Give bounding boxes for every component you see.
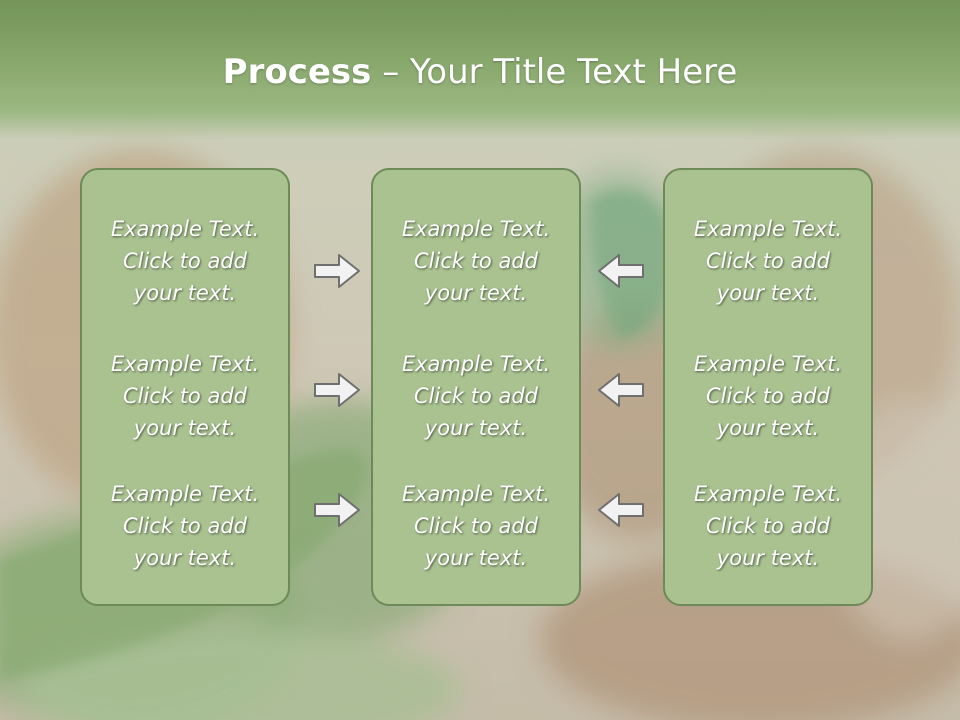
right-arrow-icon <box>314 493 360 527</box>
text-placeholder[interactable]: Example Text. Click to add your text. <box>82 478 288 574</box>
title-bold: Process <box>222 52 372 92</box>
right-arrow-icon <box>314 373 360 407</box>
text-line: Example Text. <box>693 217 843 241</box>
text-line: Click to add <box>413 514 538 538</box>
text-line: Example Text. <box>110 482 260 506</box>
text-line: Click to add <box>122 514 247 538</box>
text-line: Example Text. <box>110 352 260 376</box>
text-line: Example Text. <box>110 217 260 241</box>
right-arrow-icon <box>314 254 360 288</box>
text-placeholder[interactable]: Example Text. Click to add your text. <box>373 348 579 444</box>
slide-title[interactable]: Process – Your Title Text Here <box>0 52 960 92</box>
process-box-center[interactable]: Example Text. Click to add your text. Ex… <box>371 168 581 606</box>
title-dash: – <box>371 52 411 92</box>
text-line: Click to add <box>705 249 830 273</box>
left-arrow-icon <box>598 493 644 527</box>
text-line: Example Text. <box>401 482 551 506</box>
text-line: your text. <box>133 416 237 440</box>
text-line: your text. <box>424 416 528 440</box>
left-arrow-icon <box>598 254 644 288</box>
title-band <box>0 0 960 140</box>
text-placeholder[interactable]: Example Text. Click to add your text. <box>82 213 288 309</box>
title-rest: Your Title Text Here <box>410 52 738 92</box>
text-line: your text. <box>716 416 820 440</box>
process-box-left[interactable]: Example Text. Click to add your text. Ex… <box>80 168 290 606</box>
text-placeholder[interactable]: Example Text. Click to add your text. <box>373 213 579 309</box>
text-line: Click to add <box>122 384 247 408</box>
process-box-right[interactable]: Example Text. Click to add your text. Ex… <box>663 168 873 606</box>
text-line: Example Text. <box>401 217 551 241</box>
text-line: Click to add <box>705 514 830 538</box>
text-line: your text. <box>716 546 820 570</box>
text-placeholder[interactable]: Example Text. Click to add your text. <box>665 478 871 574</box>
text-line: your text. <box>133 281 237 305</box>
text-line: Click to add <box>413 384 538 408</box>
text-line: your text. <box>716 281 820 305</box>
text-line: your text. <box>424 546 528 570</box>
text-placeholder[interactable]: Example Text. Click to add your text. <box>373 478 579 574</box>
text-placeholder[interactable]: Example Text. Click to add your text. <box>665 213 871 309</box>
text-line: Click to add <box>705 384 830 408</box>
text-placeholder[interactable]: Example Text. Click to add your text. <box>82 348 288 444</box>
text-placeholder[interactable]: Example Text. Click to add your text. <box>665 348 871 444</box>
text-line: Click to add <box>122 249 247 273</box>
text-line: Example Text. <box>693 352 843 376</box>
text-line: your text. <box>133 546 237 570</box>
text-line: your text. <box>424 281 528 305</box>
text-line: Click to add <box>413 249 538 273</box>
text-line: Example Text. <box>401 352 551 376</box>
left-arrow-icon <box>598 373 644 407</box>
text-line: Example Text. <box>693 482 843 506</box>
